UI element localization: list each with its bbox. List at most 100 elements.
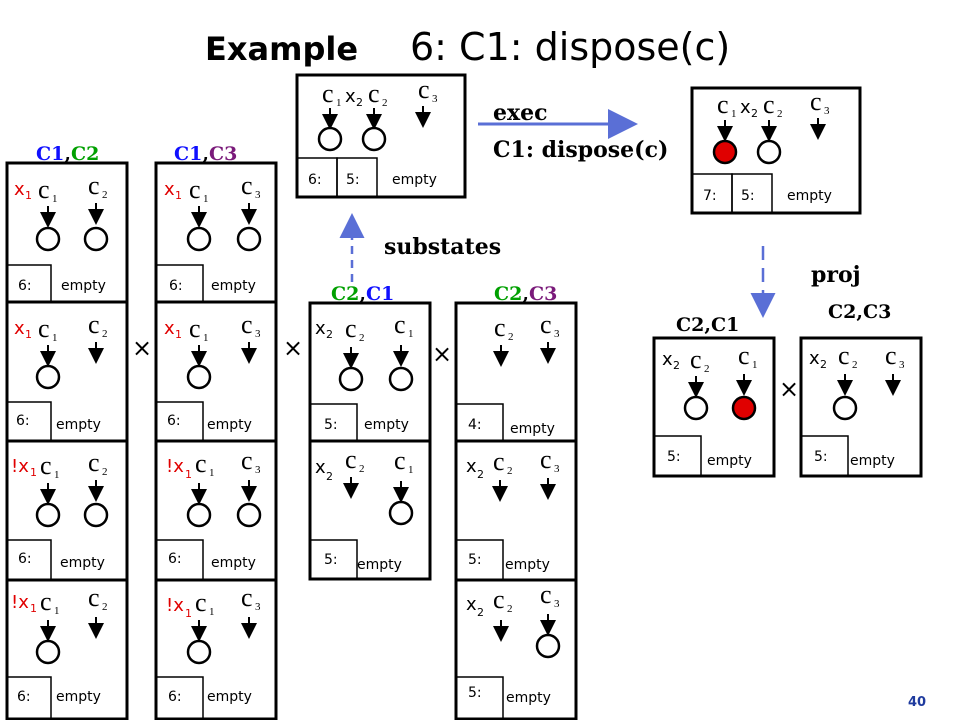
var-label: x: [164, 179, 175, 200]
var-sub: 2: [507, 465, 513, 477]
empty-label: empty: [506, 690, 551, 706]
var-sub: 2: [102, 601, 108, 613]
var-label: c: [717, 90, 729, 119]
var-label: x: [315, 318, 326, 339]
empty-label: empty: [56, 689, 101, 705]
var-label: x: [345, 86, 356, 107]
var-label: c: [493, 447, 505, 476]
var-sub: 3: [554, 598, 560, 610]
var-sub: 3: [824, 105, 830, 117]
var-label: c: [38, 314, 50, 343]
var-label: c: [810, 87, 822, 116]
var-label: !x: [166, 456, 184, 477]
column-c2-c1: x 2 c 2 c 1 5: empty x 2 c 2 c 1 5: empt…: [308, 301, 432, 581]
var-label: c: [838, 341, 850, 370]
times-sign: ×: [283, 334, 303, 362]
var-label: c: [345, 445, 357, 474]
mem-label: 6:: [169, 278, 183, 294]
var-label: c: [738, 341, 750, 370]
var-sub: 1: [731, 108, 737, 120]
var-sub: 2: [477, 606, 484, 619]
initial-state-box: c 1 x 2 c 2 c 3 6: 5: empty: [295, 73, 467, 199]
var-label: c: [241, 171, 253, 200]
var-label: c: [241, 446, 253, 475]
var-sub: 2: [359, 463, 365, 475]
times-sign: ×: [779, 375, 799, 403]
empty-label: empty: [61, 278, 106, 294]
var-sub: 3: [255, 189, 261, 201]
var-label: c: [189, 175, 201, 204]
disposed-node-circle: [731, 395, 757, 421]
var-sub: 1: [54, 605, 60, 617]
column-c2-c3: c 2 c 3 4: empty x 2 c 2 c 3 5: empty x …: [454, 301, 578, 720]
empty-label: empty: [707, 453, 752, 469]
var-sub: 2: [326, 328, 333, 341]
mem-label: 5:: [814, 449, 828, 465]
var-sub: 1: [25, 328, 32, 341]
var-sub: 1: [408, 464, 414, 476]
proj-header-c2-c1: C2,C1: [676, 314, 739, 336]
var-sub: 2: [382, 97, 388, 109]
mem-label: 6:: [18, 551, 32, 567]
var-label: c: [88, 583, 100, 612]
empty-label: empty: [392, 172, 437, 188]
var-sub: 2: [852, 359, 858, 371]
var-label: !x: [166, 595, 184, 616]
var-label: x: [164, 318, 175, 339]
var-sub: 3: [255, 328, 261, 340]
column-c1-c2: x 1 c 1 c 2 6: empty x 1 c 1 c 2 6: empt…: [5, 161, 129, 720]
var-sub: 2: [102, 328, 108, 340]
var-sub: 2: [356, 96, 363, 109]
var-label: x: [14, 179, 25, 200]
title-rest: 6: C1: dispose(c): [410, 25, 730, 69]
var-sub: 2: [102, 466, 108, 478]
var-label: c: [394, 310, 406, 339]
mem-label: 5:: [346, 172, 360, 188]
var-sub: 3: [432, 93, 438, 105]
var-label: c: [493, 585, 505, 614]
var-label: c: [540, 580, 552, 609]
mem-label: 5:: [324, 552, 338, 568]
var-label: !x: [11, 456, 29, 477]
mem-label: 4:: [468, 417, 482, 433]
var-label: x: [662, 349, 673, 370]
empty-label: empty: [510, 421, 555, 437]
exec-command-label: C1: dispose(c): [493, 137, 668, 163]
var-sub: 1: [52, 332, 58, 344]
empty-label: empty: [207, 689, 252, 705]
var-label: x: [466, 594, 477, 615]
var-sub: 3: [899, 359, 905, 371]
var-sub: 1: [185, 468, 192, 481]
var-sub: 1: [175, 189, 182, 202]
var-sub: 3: [554, 328, 560, 340]
var-label: x: [740, 97, 751, 118]
exec-label: exec: [493, 100, 548, 126]
node-circle: [756, 139, 782, 165]
proj-label: proj: [811, 262, 861, 288]
column-c1-c3: x 1 c 1 c 3 6: empty x 1 c 1 c 3 6: empt…: [154, 161, 278, 720]
title-bold: Example: [205, 30, 358, 68]
var-sub: 1: [185, 607, 192, 620]
var-label: c: [88, 448, 100, 477]
mem-label: 7:: [703, 188, 717, 204]
var-sub: 1: [54, 469, 60, 481]
var-sub: 1: [203, 332, 209, 344]
empty-label: empty: [60, 555, 105, 571]
empty-label: empty: [357, 557, 402, 573]
var-sub: 2: [820, 358, 827, 371]
col-header-c2-c1: C2,C1: [331, 283, 394, 305]
var-sub: 2: [326, 470, 333, 483]
var-sub: 1: [25, 189, 32, 202]
proj-box-c2-c1: x 2 c 2 c 1 5: empty: [652, 336, 776, 478]
var-label: x: [466, 456, 477, 477]
times-sign: ×: [132, 334, 152, 362]
var-sub: 1: [52, 193, 58, 205]
var-sub: 2: [508, 331, 514, 343]
mem-label: 6:: [18, 278, 32, 294]
var-label: c: [418, 75, 430, 104]
disposed-node-circle: [712, 139, 738, 165]
mem-label: 6:: [168, 551, 182, 567]
var-label: c: [540, 445, 552, 474]
empty-label: empty: [850, 453, 895, 469]
var-label: c: [690, 345, 702, 374]
